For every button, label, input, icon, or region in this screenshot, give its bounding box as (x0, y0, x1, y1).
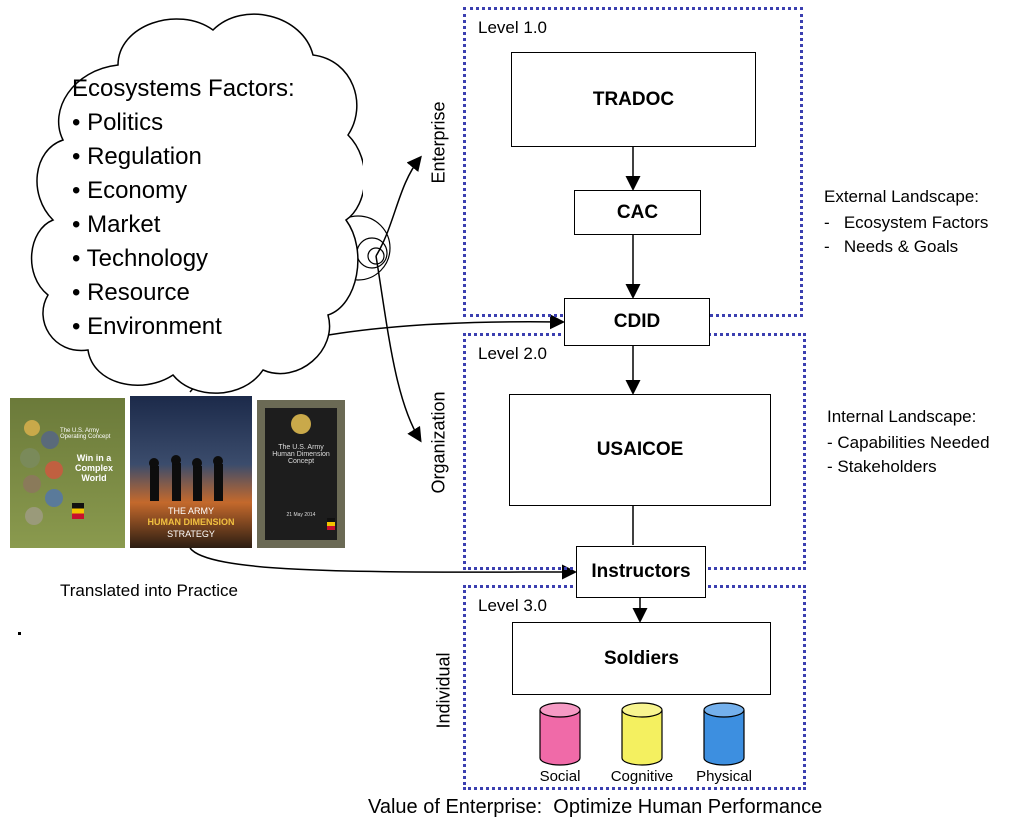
cylinder-label-social: Social (539, 768, 581, 785)
cloud-item: • Regulation (72, 143, 202, 170)
side-label-enterprise: Enterprise (428, 101, 449, 184)
node-cdid: CDID (564, 298, 710, 346)
doc3-flag (327, 518, 335, 530)
cylinders (539, 702, 745, 766)
arrow-to-enterprise (375, 155, 422, 257)
level-label-3: Level 3.0 (478, 596, 547, 615)
document-operating-concept: The U.S. Army Operating Concept Win in a… (10, 398, 125, 548)
cloud-item: • Technology (72, 245, 209, 272)
internal-landscape-list: - Capabilities Needed - Stakeholders (827, 431, 990, 479)
internal-landscape-title: Internal Landscape: (827, 407, 977, 426)
cylinder-label-physical: Physical (696, 768, 752, 785)
cloud-item: • Resource (72, 279, 190, 306)
cloud-item: • Economy (72, 177, 188, 204)
translated-caption: Translated into Practice (60, 581, 238, 600)
cloud-list: • Politics • Regulation • Economy • Mark… (72, 106, 295, 344)
doc1-flag (72, 503, 84, 519)
cloud-item: • Environment (72, 313, 222, 340)
side-label-organization: Organization (428, 391, 449, 494)
doc1-title: Win in a Complex World (74, 453, 113, 483)
doc3-seal (291, 414, 311, 434)
cloud-item: • Politics (72, 109, 164, 136)
internal-landscape-item: - Capabilities Needed (827, 433, 990, 452)
cylinder-cognitive (621, 702, 663, 766)
doc2-line2: HUMAN DIMENSION (147, 517, 235, 527)
side-label-individual: Individual (433, 652, 454, 729)
cylinder-label-cognitive: Cognitive (610, 768, 674, 785)
internal-landscape-item: - Stakeholders (827, 457, 937, 476)
cylinder-social (539, 702, 581, 766)
cylinder-physical (703, 702, 745, 766)
arrow-to-organization (375, 255, 422, 443)
doc3-date: 21 May 2014 (286, 512, 316, 518)
external-landscape-title: External Landscape: (824, 187, 979, 206)
document-human-dimension-strategy: THE ARMY HUMAN DIMENSION STRATEGY (130, 396, 252, 548)
ripple-inner (367, 247, 385, 265)
document-human-dimension-concept: The U.S. Army Human Dimension Concept 21… (257, 400, 345, 548)
arrow-doc-to-instructors (189, 547, 577, 580)
level-label-2: Level 2.0 (478, 344, 547, 363)
external-landscape-item: - Ecosystem Factors (824, 213, 989, 232)
bottom-caption: Value of Enterprise: Optimize Human Perf… (368, 796, 823, 818)
doc1-emblems (18, 418, 68, 538)
node-tradoc: TRADOC (511, 52, 756, 147)
doc2-line3: STRATEGY (167, 529, 215, 539)
node-instructors: Instructors (576, 546, 706, 598)
stray-dot (18, 632, 21, 635)
level-label-1: Level 1.0 (478, 18, 547, 37)
external-landscape-list: - Ecosystem Factors - Needs & Goals (824, 211, 988, 259)
doc3-title: The U.S. Army Human Dimension Concept (272, 444, 330, 465)
ecosystem-cloud (30, 13, 363, 394)
node-soldiers: Soldiers (512, 622, 771, 695)
cloud-item: • Market (72, 211, 161, 238)
external-landscape-item: - Needs & Goals (824, 237, 959, 256)
soldier-silhouettes (149, 455, 223, 501)
cloud-title: Ecosystems Factors: (72, 75, 295, 102)
cloud-content: Ecosystems Factors: • Politics • Regulat… (72, 72, 295, 344)
node-cac: CAC (574, 190, 701, 235)
node-usaicoe: USAICOE (509, 394, 771, 506)
doc1-header: The U.S. Army Operating Concept (60, 428, 111, 440)
doc2-line1: THE ARMY (167, 506, 214, 516)
